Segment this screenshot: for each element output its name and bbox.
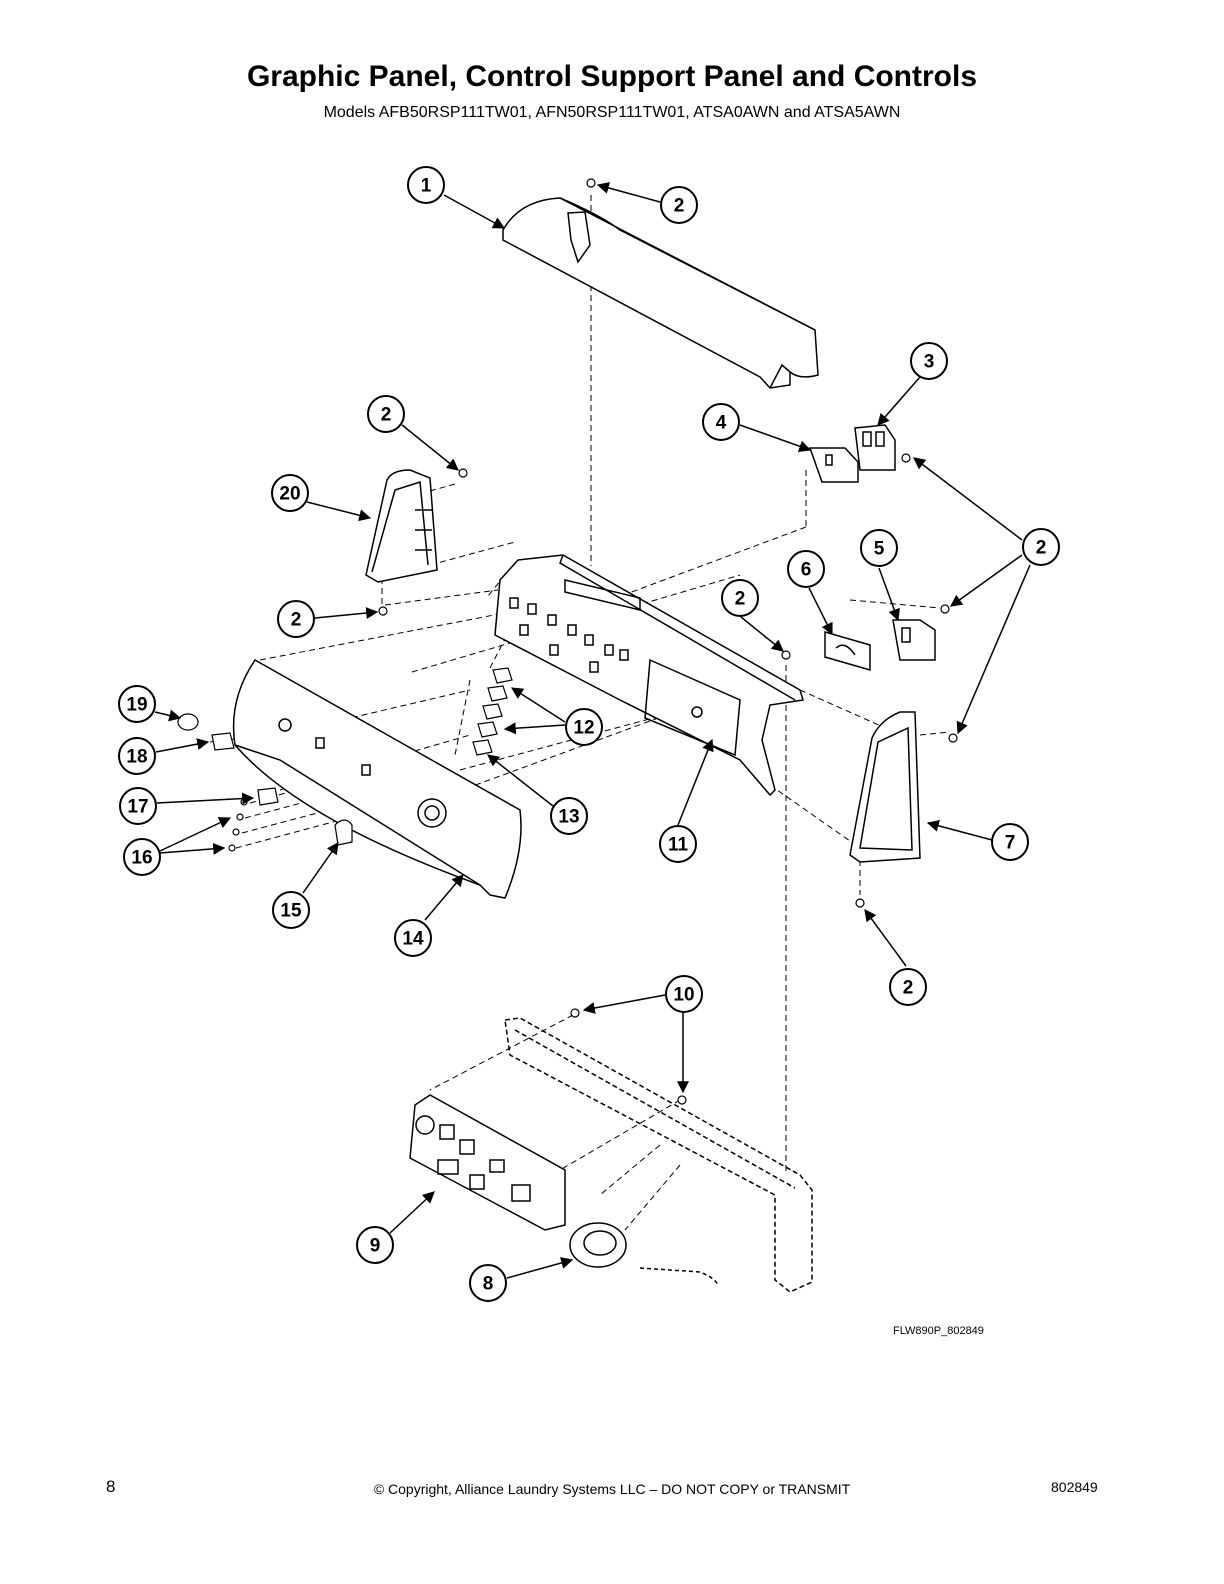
part-10-bracket	[504, 1017, 813, 1293]
part-20-left-end-cap	[365, 469, 438, 583]
callout-labels: 1 2 3 2 4 20 2 5 6 2 2 19 12 18 17 13 11…	[126, 176, 1046, 1295]
part-8-selector-switch	[569, 1222, 719, 1286]
callout-15: 15	[280, 901, 302, 922]
callout-6: 6	[801, 560, 812, 581]
callout-17: 17	[127, 797, 148, 818]
callout-16: 16	[131, 848, 152, 869]
screws	[378, 178, 958, 1105]
callout-20: 20	[279, 484, 300, 505]
callout-2: 2	[735, 589, 746, 610]
callout-2: 2	[674, 196, 685, 217]
part-7-right-end-cap	[849, 711, 921, 863]
drawing-id: FLW890P_802849	[893, 1325, 984, 1337]
callout-2: 2	[903, 978, 914, 999]
callout-10: 10	[673, 985, 694, 1006]
callout-3: 3	[924, 352, 935, 373]
callout-14: 14	[402, 929, 424, 950]
callout-9: 9	[370, 1236, 381, 1257]
small-control-parts	[177, 667, 513, 852]
callout-5: 5	[874, 539, 885, 560]
part-3-and-4-switch	[808, 424, 896, 483]
callout-2: 2	[381, 405, 392, 426]
callout-11: 11	[668, 835, 689, 856]
callout-13: 13	[558, 807, 579, 828]
page-subtitle: Models AFB50RSP111TW01, AFN50RSP111TW01,…	[323, 104, 901, 121]
part-5-and-6-switch	[824, 619, 936, 671]
page-title: Graphic Panel, Control Support Panel and…	[246, 60, 978, 93]
callout-7: 7	[1005, 833, 1016, 854]
part-9-control-board	[409, 1094, 566, 1231]
callout-12: 12	[573, 718, 594, 739]
leader-lines	[154, 182, 1031, 1279]
callout-19: 19	[126, 695, 147, 716]
part-1-top-cap	[502, 197, 819, 389]
document-number: 802849	[1051, 1479, 1098, 1495]
callout-circles	[118, 166, 1060, 1302]
callout-1: 1	[421, 176, 432, 197]
copyright-notice: © Copyright, Alliance Laundry Systems LL…	[373, 1481, 851, 1497]
callout-8: 8	[483, 1274, 494, 1295]
callout-2: 2	[291, 610, 302, 631]
callout-2: 2	[1036, 538, 1047, 559]
page-number: 8	[106, 1477, 116, 1496]
callout-4: 4	[716, 413, 727, 434]
part-11-control-support-panel	[494, 554, 804, 797]
part-14-graphic-panel	[232, 659, 522, 899]
callout-18: 18	[126, 747, 147, 768]
